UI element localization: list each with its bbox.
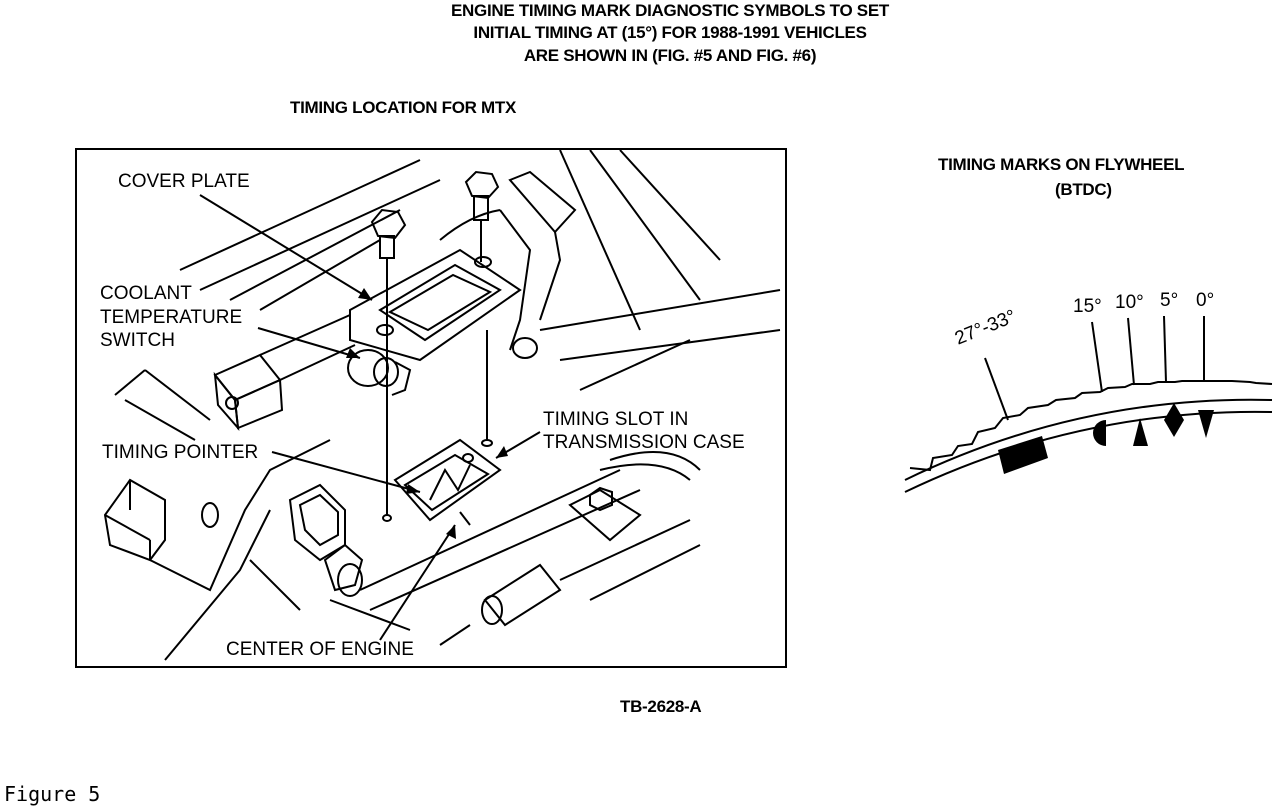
cover-plate-drawing: [349, 248, 522, 362]
mark-27-33-rectangle: [998, 436, 1048, 474]
mark-label-15: 15°: [1073, 296, 1102, 317]
mtx-figure-title: TIMING LOCATION FOR MTX: [290, 98, 517, 117]
flywheel-drawing: [904, 315, 1273, 493]
mark-label-0: 0°: [1196, 290, 1215, 311]
frame-rail-lines: [114, 149, 781, 441]
coolant-label-line-2: TEMPERATURE: [100, 307, 243, 328]
mtx-illustration-frame: [75, 148, 787, 668]
leader-27-33: [984, 357, 1009, 421]
flywheel-figure-subtitle: (BTDC): [1055, 180, 1112, 199]
leader-10: [1127, 317, 1135, 386]
leader-lines: [199, 194, 541, 641]
center-of-engine-label: CENTER OF ENGINE: [226, 639, 414, 660]
timing-slot-drawing: [393, 438, 502, 526]
engine-bracket: [103, 439, 331, 661]
timing-slot-label-line-1: TIMING SLOT IN: [543, 409, 689, 430]
mark-label-5: 5°: [1160, 290, 1179, 311]
flywheel-teeth: [909, 380, 1273, 472]
cover-plate-label: COVER PLATE: [118, 171, 250, 192]
coolant-switch-drawing: [347, 349, 412, 396]
figure-caption: Figure 5: [4, 782, 101, 806]
mark-15-half-circle: [1093, 420, 1106, 446]
cross-member: [213, 314, 356, 432]
engine-mount: [439, 170, 577, 359]
mark-10-triangle: [1133, 418, 1148, 446]
mark-5-diamond: [1164, 403, 1184, 437]
leader-5: [1163, 315, 1167, 383]
timing-slot-label-line-2: TRANSMISSION CASE: [543, 432, 745, 453]
mark-label-10: 10°: [1115, 292, 1144, 313]
leader-arrowheads: [346, 288, 508, 539]
coolant-label-line-3: SWITCH: [100, 330, 175, 351]
leader-15: [1091, 321, 1103, 393]
header-line-2: INITIAL TIMING AT (15°) FOR 1988-1991 VE…: [473, 23, 867, 42]
flywheel-figure-title: TIMING MARKS ON FLYWHEEL: [938, 155, 1185, 174]
header-line-3: ARE SHOWN IN (FIG. #5 AND FIG. #6): [523, 46, 817, 65]
timing-pointer-label: TIMING POINTER: [102, 442, 259, 463]
hose-fitting: [249, 483, 411, 631]
fuel-lines: [359, 451, 701, 646]
mark-0-inverted-triangle: [1198, 410, 1214, 438]
header-line-1: ENGINE TIMING MARK DIAGNOSTIC SYMBOLS TO…: [451, 1, 889, 20]
reference-code: TB-2628-A: [620, 697, 702, 716]
bolts: [370, 170, 500, 522]
coolant-label-line-1: COOLANT: [100, 283, 192, 304]
